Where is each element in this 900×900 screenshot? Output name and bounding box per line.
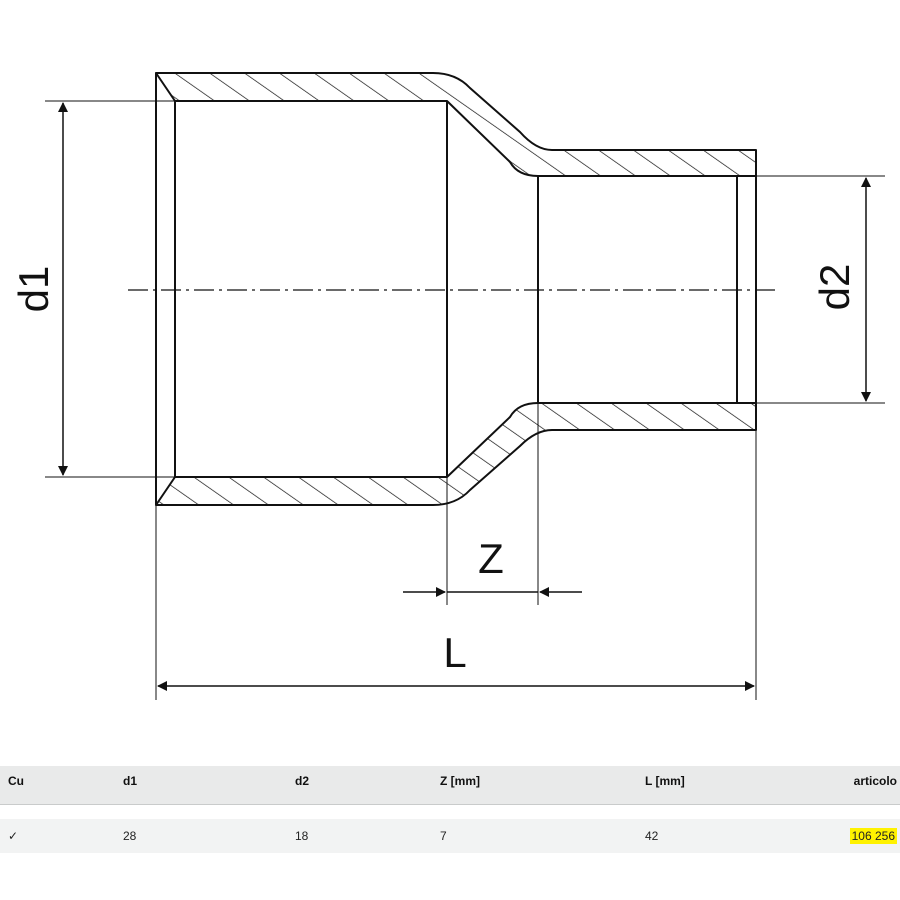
reducer-fitting-drawing: d1 d2 Z L [10,72,885,700]
header-cu: Cu [8,774,24,788]
cell-articolo: 106 256 [849,828,897,844]
extension-lines [45,100,885,700]
check-mark: ✓ [8,829,19,843]
fitting-upper-wall [155,72,757,177]
cell-d1: 28 [123,829,137,843]
table-header-row: Cu d1 d2 Z [mm] L [mm] articolo [0,766,900,805]
socket-edges [155,73,757,505]
header-l: L [mm] [645,774,685,788]
article-number-highlight: 106 256 [849,828,897,844]
d1-label: d1 [10,266,57,313]
table-row: ✓ 28 18 7 42 106 256 [0,819,900,853]
header-d1: d1 [123,774,138,788]
cell-l: 42 [645,829,659,843]
spec-table: Cu d1 d2 Z [mm] L [mm] articolo ✓ 28 18 … [0,766,900,853]
fitting-lower-wall [155,402,757,506]
z-label: Z [478,535,504,582]
header-d2: d2 [295,774,310,788]
d2-label: d2 [811,264,858,311]
header-z: Z [mm] [440,774,480,788]
header-articolo: articolo [853,774,897,788]
cell-z: 7 [440,829,447,843]
cell-d2: 18 [295,829,309,843]
l-label: L [443,629,466,676]
